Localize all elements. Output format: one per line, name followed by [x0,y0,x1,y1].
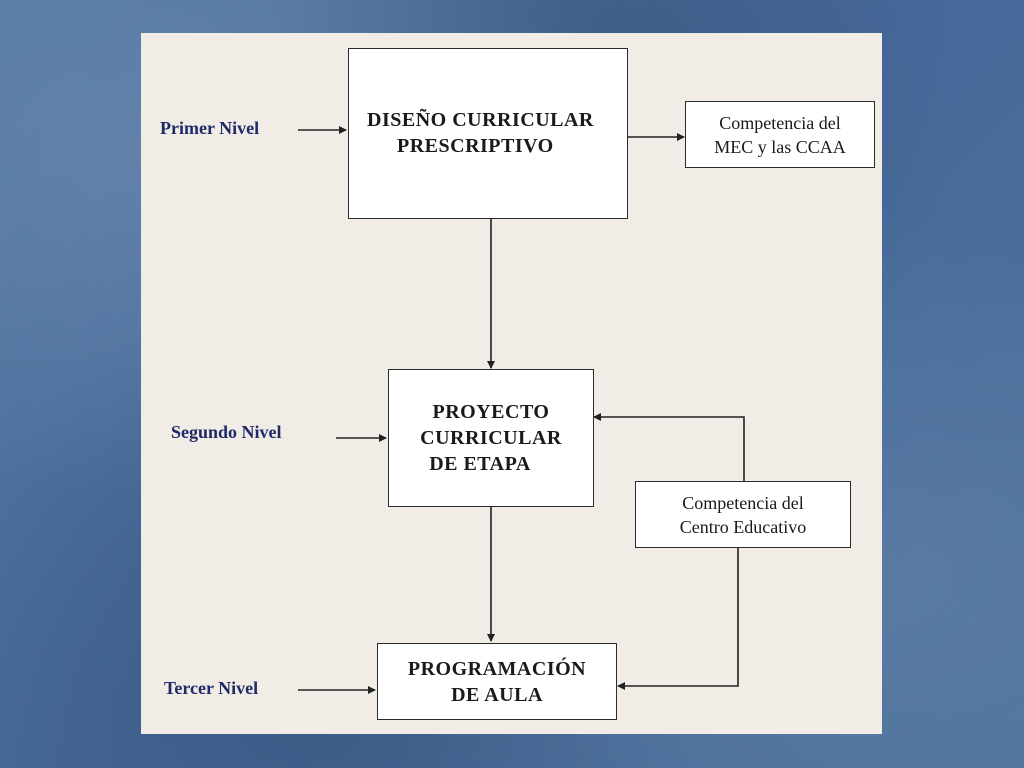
diagram-panel: Primer Nivel Segundo Nivel Tercer Nivel … [141,33,882,734]
box-programacion-line-2: DE AULA [451,683,543,706]
arrow-centro-to-proyecto [593,413,745,481]
box-diseno-curricular: DISEÑO CURRICULAR PRESCRIPTIVO [348,48,628,219]
label-segundo-nivel: Segundo Nivel [171,422,282,442]
box-mec-line-1: Competencia del [719,112,841,133]
label-primer-nivel: Primer Nivel [160,118,260,138]
box-centro-line-1: Competencia del [682,492,804,513]
box-diseno-line-1: DISEÑO CURRICULAR [367,109,594,131]
connector-arrows [298,126,745,694]
box-proyecto-line-2: CURRICULAR [420,427,562,449]
box-mec-line-2: MEC y las CCAA [714,136,846,157]
label-tercer-nivel: Tercer Nivel [164,678,259,698]
arrow-centro-to-programacion [617,548,739,690]
box-proyecto-line-3: DE ETAPA [429,453,531,475]
box-programacion-line-1: PROGRAMACIÓN [407,657,587,680]
box-programacion-aula: PROGRAMACIÓN DE AULA [377,643,617,720]
box-proyecto-line-1: PROYECTO [432,401,550,423]
box-diseno-line-2: PRESCRIPTIVO [397,135,554,157]
box-proyecto-curricular: PROYECTO CURRICULAR DE ETAPA [388,369,594,507]
box-competencia-mec: Competencia del MEC y las CCAA [685,101,875,168]
box-centro-line-2: Centro Educativo [679,516,807,537]
box-competencia-centro: Competencia del Centro Educativo [635,481,851,548]
